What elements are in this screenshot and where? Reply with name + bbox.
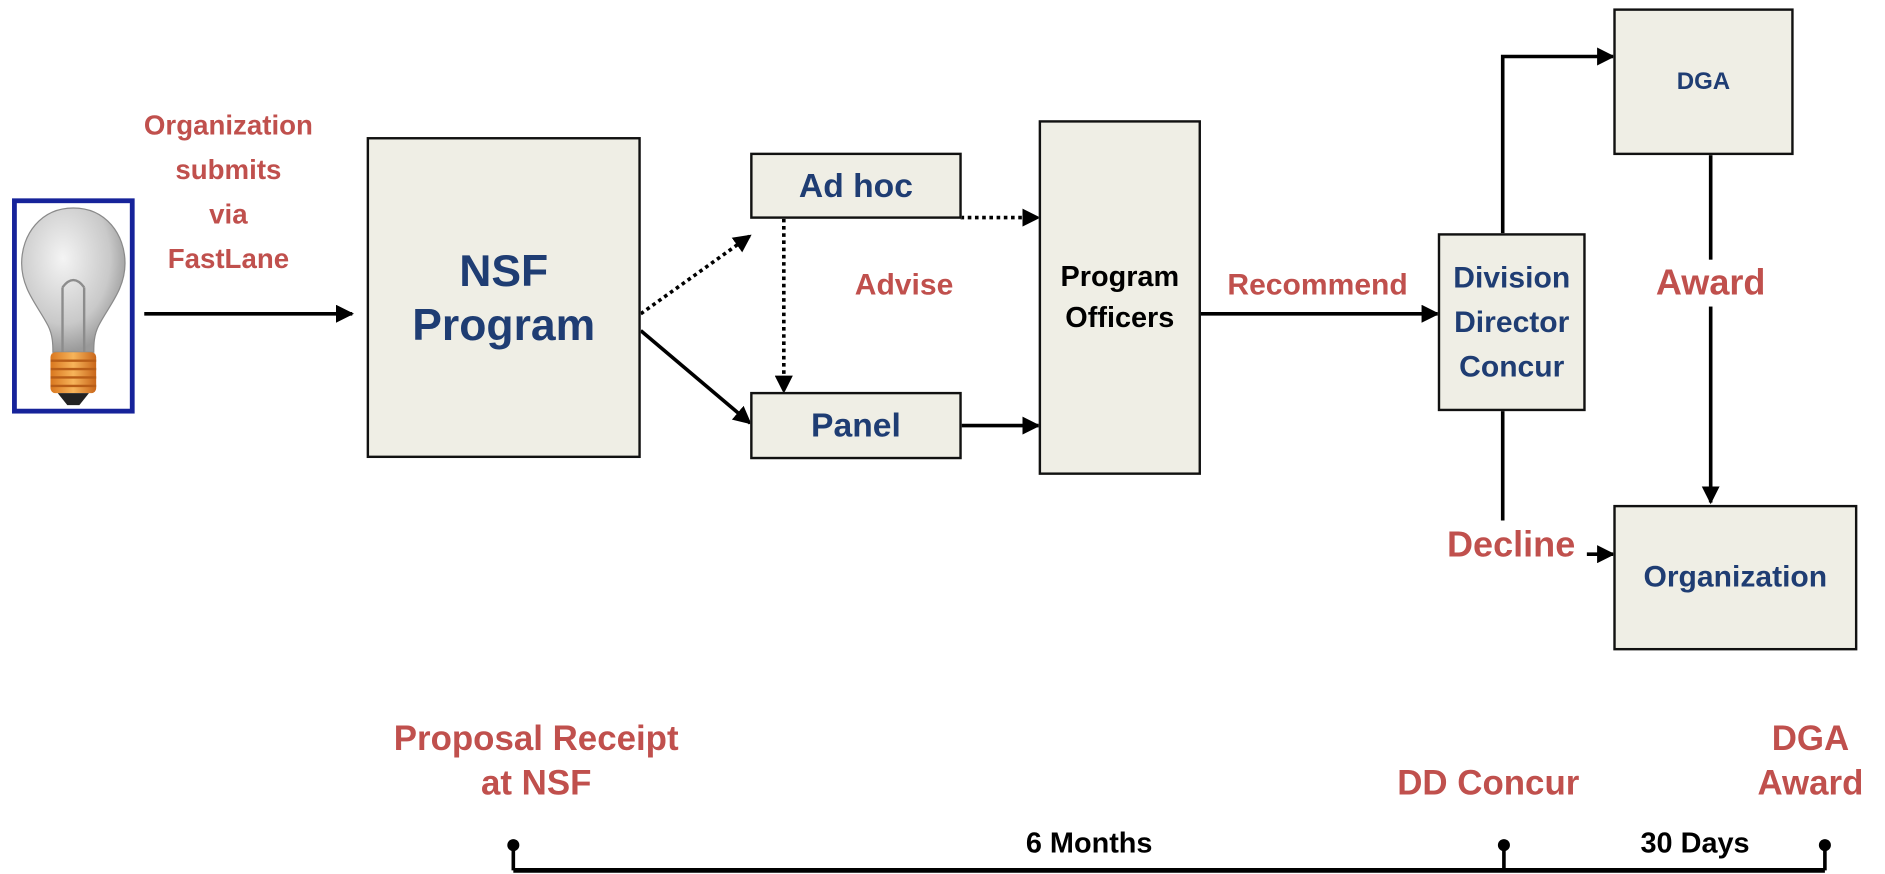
timeline-span-30-days: 30 Days	[1640, 827, 1750, 860]
panel-box: Panel	[750, 391, 962, 460]
timeline-dot-receipt	[507, 839, 520, 852]
timeline-receipt-label: Proposal Receipt at NSF	[393, 720, 679, 804]
timeline-dot-dd	[1497, 839, 1510, 852]
advise-label: Advise	[854, 268, 954, 302]
ad-hoc-box: Ad hoc	[750, 152, 962, 219]
timeline-span-6-months: 6 Months	[1025, 827, 1153, 860]
submit-label: Organization submits via FastLane	[143, 109, 313, 275]
dga-box: DGA	[1613, 8, 1794, 156]
recommend-label: Recommend	[1227, 268, 1408, 302]
bulb-frame	[12, 198, 135, 414]
timeline-dot-dga	[1818, 839, 1831, 852]
arrow-to-panel	[639, 329, 752, 425]
organization-box: Organization	[1613, 504, 1858, 651]
lightbulb-icon	[21, 207, 126, 406]
arrow-to-adhoc	[639, 234, 752, 316]
timeline-dd-label: DD Concur	[1397, 764, 1580, 804]
award-label: Award	[1634, 259, 1787, 307]
timeline-dga-label: DGA Award	[1757, 720, 1864, 804]
decline-label: Decline	[1446, 525, 1576, 566]
division-director-box: Division Director Concur	[1437, 233, 1586, 412]
arrow-to-dga	[1500, 47, 1616, 234]
nsf-program-box: NSF Program	[366, 137, 641, 459]
program-officers-box: Program Officers	[1038, 120, 1201, 475]
